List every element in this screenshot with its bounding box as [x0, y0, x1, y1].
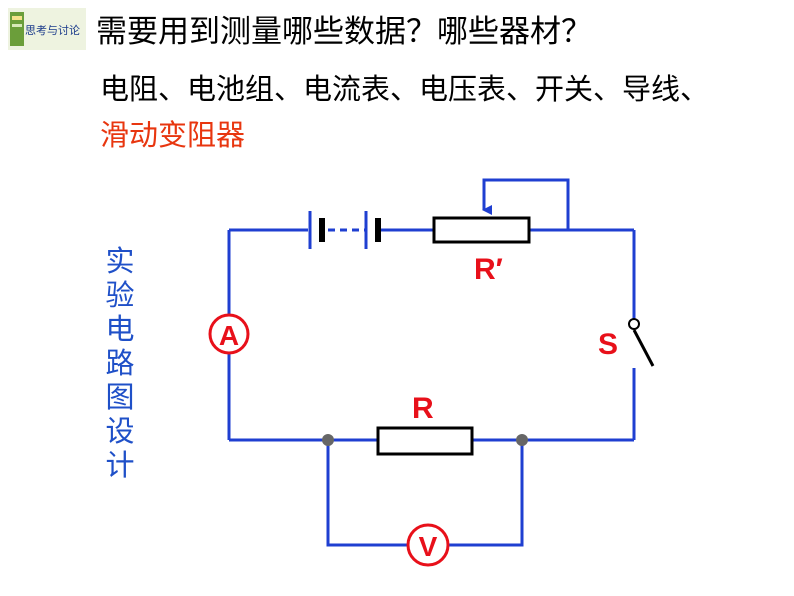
rheostat-slider-wire: [482, 178, 570, 230]
vertical-title: 实 验 电 路 图 设 计: [102, 244, 138, 482]
vertical-title-char: 路: [105, 346, 135, 380]
ammeter-label: A: [219, 320, 239, 351]
switch-label: S: [598, 328, 618, 361]
rheostat-resistor: [432, 216, 531, 244]
junction-dot-left: [322, 434, 334, 446]
fixed-resistor: [376, 426, 474, 456]
logo-text: 思考与讨论: [25, 23, 80, 37]
think-discuss-logo: 思考与讨论: [8, 8, 86, 50]
question-text: 需要用到测量哪些数据？哪些器材？: [96, 14, 592, 50]
vertical-title-char: 计: [105, 448, 135, 482]
battery: [308, 211, 381, 249]
junction-dot-right: [516, 434, 528, 446]
circuit-wires: [227, 178, 636, 547]
rheostat-label: R′: [474, 253, 503, 286]
vertical-title-char: 图: [105, 380, 135, 414]
answer-rheostat: 滑动变阻器: [100, 118, 246, 152]
vertical-title-char: 验: [105, 278, 135, 312]
answer-equipment-list: 电阻、电池组、电流表、电压表、开关、导线、: [100, 72, 710, 106]
wire-voltmeter-left: [326, 440, 408, 547]
vertical-title-char: 实: [105, 244, 135, 278]
voltmeter-label: V: [419, 531, 438, 562]
answer-text: 电阻、电池组、电流表、电压表、开关、导线、 滑动变阻器: [100, 66, 794, 158]
resistor-label: R: [412, 392, 434, 425]
vertical-title-char: 设: [105, 414, 135, 448]
book-icon: [10, 12, 24, 46]
wire-voltmeter-right: [449, 440, 524, 547]
vertical-title-char: 电: [105, 312, 135, 346]
switch: [628, 318, 655, 367]
ammeter: [208, 313, 250, 355]
voltmeter: [406, 523, 450, 567]
